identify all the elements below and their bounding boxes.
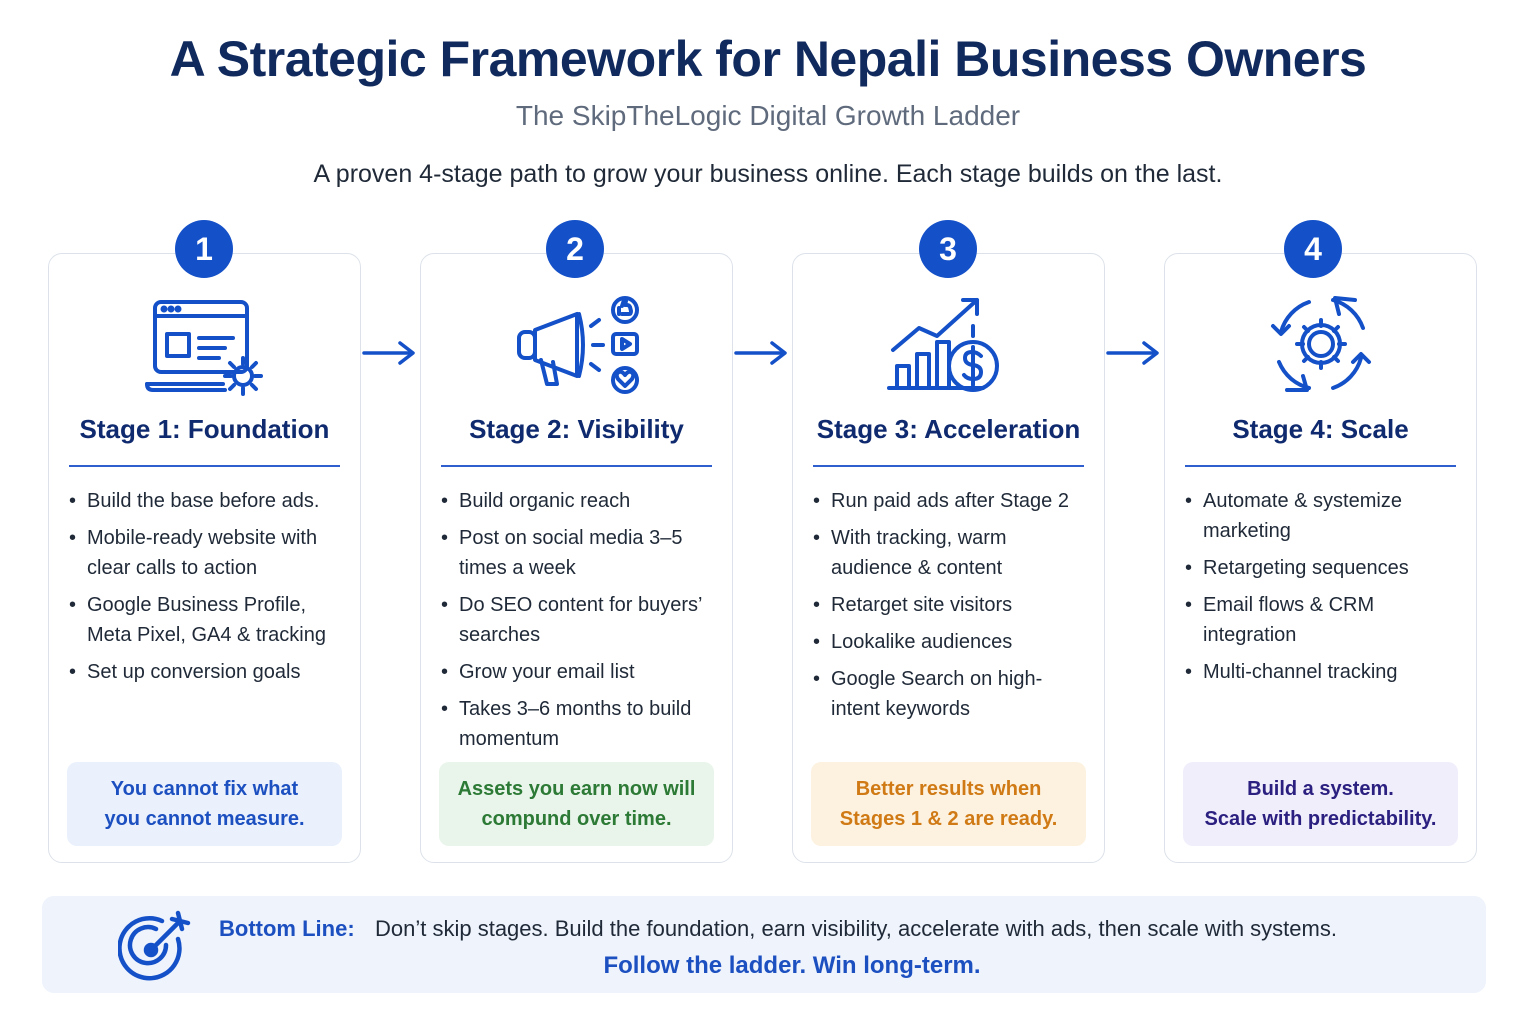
title-divider xyxy=(69,465,340,467)
stage-bullets: Run paid ads after Stage 2 With tracking… xyxy=(813,486,1090,731)
title-divider xyxy=(1185,465,1456,467)
list-item: Retarget site visitors xyxy=(813,590,1090,620)
list-item: Email flows & CRM integration xyxy=(1185,590,1462,650)
list-item: Post on social media 3–5 times a week xyxy=(441,523,718,583)
stage-card-3: Stage 3: Acceleration Run paid ads after… xyxy=(792,253,1105,863)
title-divider xyxy=(441,465,712,467)
stage-title: Stage 3: Acceleration xyxy=(816,414,1081,444)
stage-note: Better results when Stages 1 & 2 are rea… xyxy=(811,762,1086,846)
bottom-line-banner: Bottom Line: Don’t skip stages. Build th… xyxy=(42,896,1486,993)
stage-title: Stage 1: Foundation xyxy=(79,414,330,444)
stage-bullets: Build the base before ads. Mobile-ready … xyxy=(69,486,346,694)
website-gear-icon xyxy=(49,292,360,402)
list-item: Google Search on high-intent keywords xyxy=(813,664,1090,724)
bottom-line-cta: Follow the ladder. Win long-term. xyxy=(603,952,981,979)
list-item: Lookalike audiences xyxy=(813,627,1090,657)
arrow-right-icon xyxy=(1106,341,1159,365)
stage-bullets: Build organic reach Post on social media… xyxy=(441,486,718,761)
stage-card-4: Stage 4: Scale Automate & systemize mark… xyxy=(1164,253,1477,863)
bottom-line-text: Don’t skip stages. Build the foundation,… xyxy=(375,916,1337,941)
arrow-right-icon xyxy=(362,341,415,365)
stage-bullets: Automate & systemize marketing Retargeti… xyxy=(1185,486,1462,694)
megaphone-icon xyxy=(421,292,732,402)
stage-title: Stage 2: Visibility xyxy=(469,414,684,444)
stage-note: Build a system. Scale with predictabilit… xyxy=(1183,762,1458,846)
list-item: Takes 3–6 months to build momentum xyxy=(441,694,718,754)
list-item: Build organic reach xyxy=(441,486,718,516)
list-item: Do SEO content for buyers’ searches xyxy=(441,590,718,650)
gear-cycle-icon xyxy=(1165,292,1476,402)
title-divider xyxy=(813,465,1084,467)
list-item: Automate & systemize marketing xyxy=(1185,486,1462,546)
list-item: Build the base before ads. xyxy=(69,486,346,516)
stage-title: Stage 4: Scale xyxy=(1232,414,1409,444)
stage-number-badge-2: 2 xyxy=(546,220,604,278)
stage-number-badge-3: 3 xyxy=(919,220,977,278)
stage-card-1: Stage 1: Foundation Build the base befor… xyxy=(48,253,361,863)
bottom-line-label: Bottom Line: xyxy=(219,916,355,941)
stage-note: Assets you earn now will compund over ti… xyxy=(439,762,714,846)
stage-card-2: Stage 2: Visibility Build organic reach … xyxy=(420,253,733,863)
stage-number-badge-4: 4 xyxy=(1284,220,1342,278)
page-title: A Strategic Framework for Nepali Busines… xyxy=(169,31,1367,87)
list-item: Run paid ads after Stage 2 xyxy=(813,486,1090,516)
page-subtitle: The SkipTheLogic Digital Growth Ladder xyxy=(515,100,1021,131)
list-item: Grow your email list xyxy=(441,657,718,687)
list-item: Set up conversion goals xyxy=(69,657,346,687)
list-item: With tracking, warm audience & content xyxy=(813,523,1090,583)
arrow-right-icon xyxy=(734,341,787,365)
target-icon xyxy=(118,910,191,981)
list-item: Mobile-ready website with clear calls to… xyxy=(69,523,346,583)
list-item: Multi-channel tracking xyxy=(1185,657,1462,687)
list-item: Google Business Profile, Meta Pixel, GA4… xyxy=(69,590,346,650)
growth-chart-dollar-icon xyxy=(793,292,1104,402)
stage-note: You cannot fix what you cannot measure. xyxy=(67,762,342,846)
list-item: Retargeting sequences xyxy=(1185,553,1462,583)
page-intro: A proven 4-stage path to grow your busin… xyxy=(313,160,1223,188)
stage-number-badge-1: 1 xyxy=(175,220,233,278)
